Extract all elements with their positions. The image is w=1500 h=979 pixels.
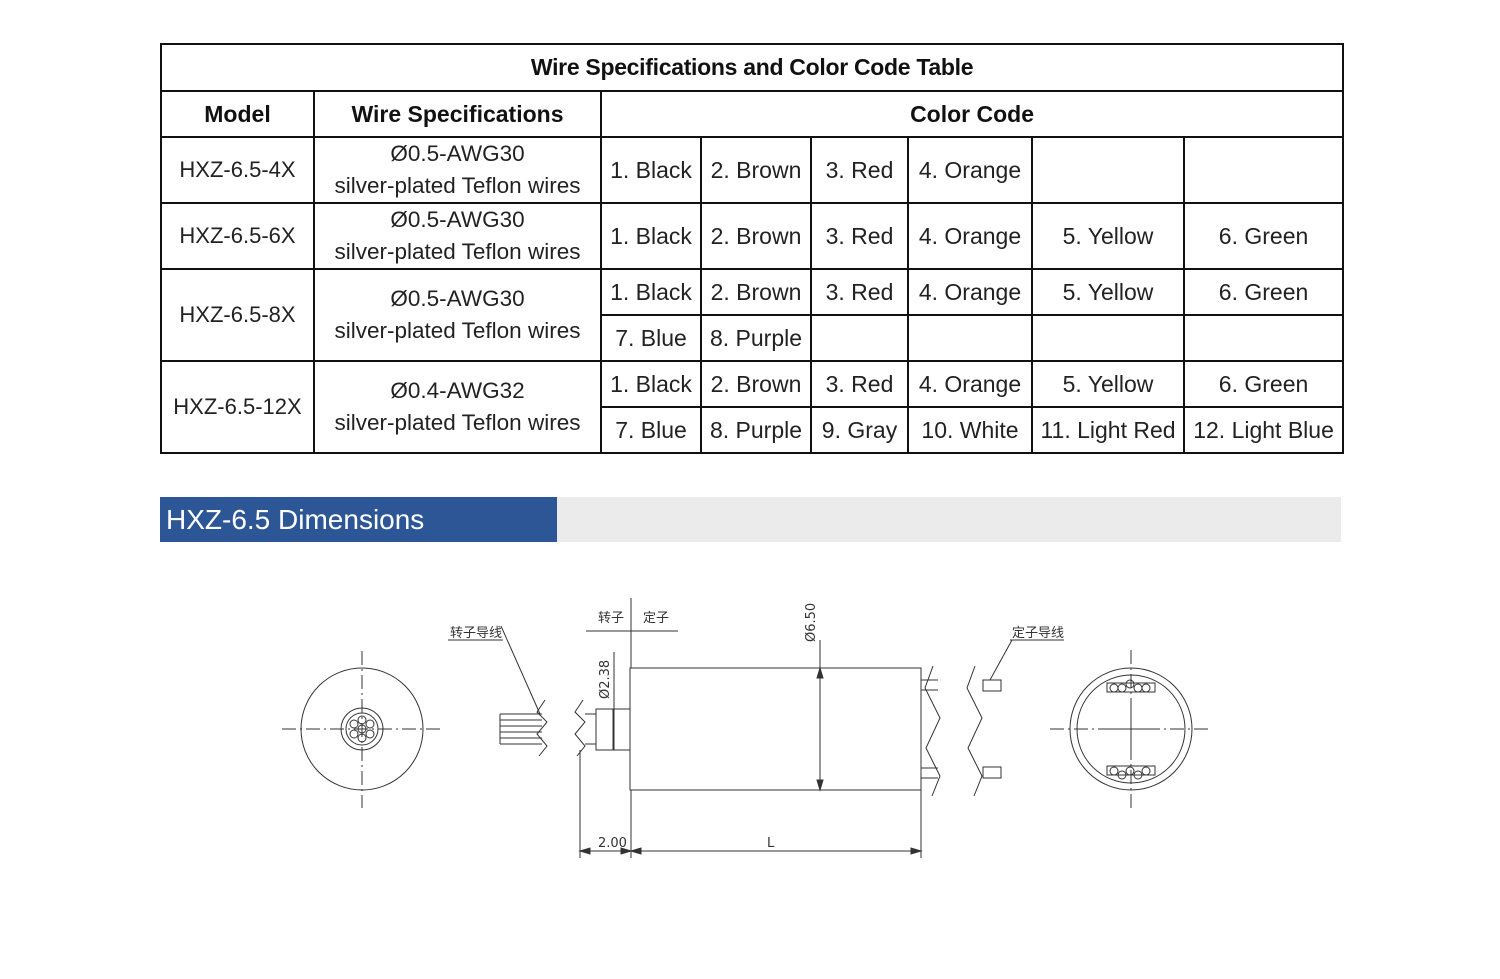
section-header-bar: HXZ-6.5 Dimensions <box>160 497 1341 542</box>
wire-gauge: Ø0.5-AWG30 <box>390 141 525 166</box>
model-cell: HXZ-6.5-12X <box>160 360 315 454</box>
table-row: HXZ-6.5-12X Ø0.4-AWG32 silver-plated Tef… <box>160 360 1345 454</box>
slip-ring-body <box>578 598 1013 858</box>
color-cell: 7. Blue <box>600 406 702 454</box>
wire-spec-cell: Ø0.5-AWG30 silver-plated Teflon wires <box>313 268 602 362</box>
color-cell <box>1031 314 1185 362</box>
header-wire-specifications: Wire Specifications <box>313 90 602 138</box>
color-cell: 8. Purple <box>700 314 812 362</box>
body-length-dimension: L <box>767 836 775 851</box>
rotor-label: 转子 <box>598 611 624 626</box>
color-cell: 6. Green <box>1182 360 1345 408</box>
color-cell <box>1031 136 1185 204</box>
header-model: Model <box>160 90 315 138</box>
wire-spec-cell: Ø0.5-AWG30 silver-plated Teflon wires <box>313 202 602 270</box>
wire-gauge: Ø0.5-AWG30 <box>390 286 525 311</box>
color-cell: 5. Yellow <box>1031 268 1185 316</box>
rotor-end-view <box>282 651 442 808</box>
color-cell <box>1182 136 1345 204</box>
rotor-lead-wires <box>499 625 586 757</box>
color-cell: 11. Light Red <box>1031 406 1185 454</box>
stator-end-view <box>1050 650 1212 808</box>
color-cell: 3. Red <box>810 360 909 408</box>
rotor-lead-label: 转子导线 <box>450 626 502 641</box>
model-cell: HXZ-6.5-6X <box>160 202 315 270</box>
stator-label: 定子 <box>643 611 669 626</box>
outer-diameter-dimension: Ø6.50 <box>804 603 819 642</box>
color-cell: 4. Orange <box>907 136 1033 204</box>
color-cell: 4. Orange <box>907 202 1033 270</box>
model-cell: HXZ-6.5-4X <box>160 136 315 204</box>
table-row: 7. Blue 8. Purple 9. Gray 10. White 11. … <box>161 406 1345 454</box>
wire-type: silver-plated Teflon wires <box>334 239 581 264</box>
color-cell: 6. Green <box>1182 202 1345 270</box>
wire-type: silver-plated Teflon wires <box>334 173 581 198</box>
wire-spec-cell: Ø0.4-AWG32 silver-plated Teflon wires <box>313 360 602 454</box>
table-row: 7. Blue 8. Purple <box>161 314 1345 362</box>
color-cell: 5. Yellow <box>1031 360 1185 408</box>
wire-gauge: Ø0.4-AWG32 <box>390 378 525 403</box>
color-cell: 12. Light Blue <box>1182 406 1345 454</box>
wire-gauge: Ø0.5-AWG30 <box>390 207 525 232</box>
color-cell: 7. Blue <box>600 314 702 362</box>
table-row: HXZ-6.5-6X Ø0.5-AWG30 silver-plated Tefl… <box>160 202 1345 270</box>
color-cell: 6. Green <box>1182 268 1345 316</box>
wire-spec-cell: Ø0.5-AWG30 silver-plated Teflon wires <box>313 136 602 204</box>
table-row: HXZ-6.5-4X Ø0.5-AWG30 silver-plated Tefl… <box>160 136 1345 204</box>
stator-lead-label: 定子导线 <box>1012 626 1064 641</box>
color-cell: 1. Black <box>600 360 702 408</box>
color-cell <box>810 314 909 362</box>
section-title: HXZ-6.5 Dimensions <box>160 497 557 542</box>
table-title: Wire Specifications and Color Code Table <box>159 43 1345 92</box>
model-cell: HXZ-6.5-8X <box>160 268 315 362</box>
color-cell: 2. Brown <box>700 268 812 316</box>
color-cell: 4. Orange <box>907 268 1033 316</box>
wire-type: silver-plated Teflon wires <box>334 410 581 435</box>
table-row: HXZ-6.5-8X Ø0.5-AWG30 silver-plated Tefl… <box>160 268 1345 362</box>
shaft-diameter-dimension: Ø2.38 <box>598 660 613 699</box>
shaft-length-dimension: 2.00 <box>598 836 627 851</box>
color-cell: 8. Purple <box>700 406 812 454</box>
color-cell: 10. White <box>907 406 1033 454</box>
color-cell: 1. Black <box>600 202 702 270</box>
color-cell: 5. Yellow <box>1031 202 1185 270</box>
color-cell: 2. Brown <box>700 202 812 270</box>
color-cell: 3. Red <box>810 136 909 204</box>
color-cell <box>1182 314 1345 362</box>
wire-type: silver-plated Teflon wires <box>334 318 581 343</box>
color-cell: 1. Black <box>600 268 702 316</box>
color-cell: 3. Red <box>810 202 909 270</box>
color-cell: 2. Brown <box>700 360 812 408</box>
color-cell: 2. Brown <box>700 136 812 204</box>
wire-spec-table: Wire Specifications and Color Code Table… <box>159 43 1345 454</box>
color-cell: 4. Orange <box>907 360 1033 408</box>
color-cell: 9. Gray <box>810 406 909 454</box>
color-cell <box>907 314 1033 362</box>
color-cell: 1. Black <box>600 136 702 204</box>
header-color-code: Color Code <box>599 90 1345 138</box>
color-cell: 3. Red <box>810 268 909 316</box>
